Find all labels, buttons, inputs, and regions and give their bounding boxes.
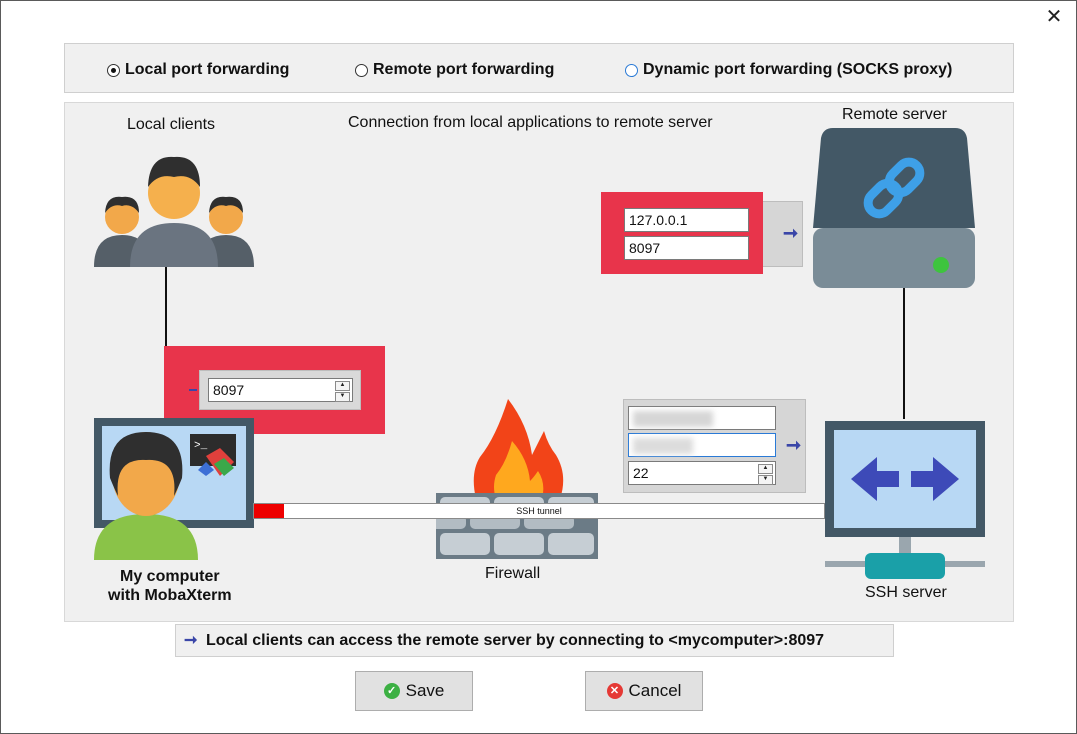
stepper-up-icon[interactable]: ▲ — [758, 464, 773, 474]
local-clients-label: Local clients — [127, 116, 216, 133]
radio-label: Dynamic port forwarding (SOCKS proxy) — [643, 61, 953, 78]
ssh-tunnel-bar: SSH tunnel — [253, 503, 825, 519]
arrow-right-icon: ➞ — [786, 435, 802, 455]
ssh-port-input[interactable]: 22 ▲ ▼ — [628, 461, 776, 485]
cancel-icon: ✕ — [606, 683, 623, 699]
redacted-host — [633, 411, 713, 427]
remote-server-label: Remote server — [842, 106, 947, 123]
radio-unchecked-icon — [355, 63, 368, 77]
svg-text:>_: >_ — [194, 440, 208, 452]
connector-line — [903, 288, 905, 419]
radio-remote-forwarding[interactable]: Remote port forwarding — [355, 61, 554, 79]
local-port-input[interactable]: 8097 ▲ ▼ — [208, 378, 353, 402]
cancel-label: Cancel — [628, 681, 682, 700]
local-port-marker — [189, 389, 197, 391]
radio-label: Local port forwarding — [125, 61, 290, 78]
ssh-server-icon — [825, 421, 985, 579]
save-label: Save — [405, 681, 445, 700]
radio-local-forwarding[interactable]: Local port forwarding — [107, 61, 289, 79]
radio-checked-icon — [107, 63, 120, 77]
remote-server-icon — [813, 128, 975, 288]
local-port-value: 8097 — [213, 382, 245, 398]
arrow-right-icon: ➞ — [783, 223, 799, 243]
my-computer-sublabel: with MobaXterm — [108, 587, 232, 604]
close-icon[interactable]: ✕ — [1045, 6, 1063, 28]
stepper-up-icon[interactable]: ▲ — [335, 381, 350, 391]
radio-dynamic-forwarding[interactable]: Dynamic port forwarding (SOCKS proxy) — [625, 61, 952, 79]
ssh-port-stepper[interactable]: ▲ ▼ — [758, 464, 773, 485]
firewall-label: Firewall — [485, 565, 541, 582]
info-text: Local clients can access the remote serv… — [206, 632, 825, 649]
ssh-tunnel-label: SSH tunnel — [516, 506, 562, 516]
my-computer-label: My computer — [120, 568, 220, 585]
check-icon: ✓ — [383, 683, 400, 699]
remote-port-input[interactable]: 8097 — [624, 236, 749, 260]
stepper-down-icon[interactable]: ▼ — [758, 475, 773, 485]
radio-label: Remote port forwarding — [373, 61, 555, 78]
local-clients-icon — [94, 156, 254, 267]
forwarding-mode-bar: Local port forwarding Remote port forwar… — [64, 43, 1014, 93]
cancel-button[interactable]: ✕ Cancel — [585, 671, 703, 711]
my-computer-icon: >_ — [94, 418, 254, 560]
remote-target-highlight — [601, 192, 763, 274]
info-bar: ➞ Local clients can access the remote se… — [175, 624, 894, 657]
radio-unchecked-icon — [625, 63, 638, 77]
redacted-user — [633, 438, 693, 454]
stepper-down-icon[interactable]: ▼ — [335, 392, 350, 402]
ssh-server-label: SSH server — [865, 584, 947, 601]
save-button[interactable]: ✓ Save — [355, 671, 473, 711]
connector-line — [165, 267, 167, 347]
port-stepper[interactable]: ▲ ▼ — [335, 381, 350, 402]
arrow-right-icon: ➞ — [184, 632, 198, 649]
ssh-port-value: 22 — [633, 465, 649, 481]
remote-host-input[interactable]: 127.0.0.1 — [624, 208, 749, 232]
tunnel-start-marker — [254, 504, 284, 518]
diagram-description: Connection from local applications to re… — [348, 114, 713, 131]
firewall-icon — [436, 399, 598, 559]
